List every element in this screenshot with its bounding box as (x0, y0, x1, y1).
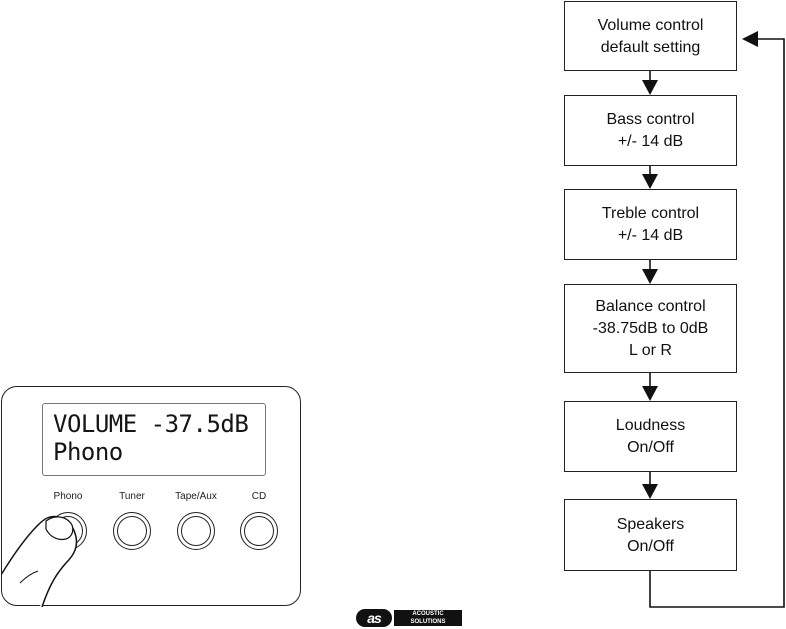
step-speakers-line-1: Speakers (616, 515, 685, 533)
step-loudness-line-2: On/Off (627, 439, 674, 456)
step-treble-line-1: Treble control (601, 205, 700, 222)
step-balance-line-2: -38.75dB to 0dB (592, 320, 709, 337)
front-panel: VOLUME -37.5dB Phono Phono Tuner Tape/Au… (1, 386, 301, 607)
step-volume-line-2: default setting (600, 38, 701, 56)
step-loudness: Loudness On/Off (564, 401, 737, 472)
step-treble: Treble control +/- 14 dB (564, 189, 737, 260)
finger-icon (2, 515, 78, 607)
tape-aux-label: Tape/Aux (175, 491, 217, 502)
cd-label: CD (251, 491, 267, 502)
step-loudness-line-1: Loudness (615, 417, 686, 434)
step-volume: Volume control default setting (564, 1, 737, 71)
step-bass-line-2: +/- 14 dB (617, 133, 684, 150)
arrow-down-icon (642, 484, 658, 499)
tuner-button[interactable] (113, 512, 151, 550)
phono-label: Phono (53, 491, 83, 502)
logo-line-1: ACOUSTIC (412, 611, 444, 617)
display-line-1: VOLUME -37.5dB (53, 410, 249, 438)
logo-wordmark: ACOUSTIC SOLUTIONS (394, 610, 462, 626)
step-bass-line-1: Bass control (606, 111, 695, 128)
logo-line-2: SOLUTIONS (410, 619, 446, 625)
arrow-down-icon (642, 174, 658, 189)
step-balance-line-3: L or R (629, 342, 672, 359)
logo-mark: as (356, 609, 392, 627)
step-speakers: Speakers On/Off (564, 499, 737, 571)
step-balance-line-1: Balance control (595, 298, 706, 315)
arrow-down-icon (642, 386, 658, 401)
tuner-label: Tuner (119, 491, 145, 502)
step-volume-line-1: Volume control (597, 16, 704, 34)
step-treble-line-2: +/- 14 dB (617, 227, 684, 244)
tape-aux-button[interactable] (177, 512, 215, 550)
loop-back-line (649, 38, 785, 608)
display-line-2: Phono (53, 438, 123, 466)
step-balance: Balance control -38.75dB to 0dB L or R (564, 284, 737, 373)
cd-button[interactable] (240, 512, 278, 550)
arrow-left-icon (742, 31, 758, 47)
step-speakers-line-2: On/Off (627, 537, 674, 555)
arrow-down-icon (642, 269, 658, 284)
step-bass: Bass control +/- 14 dB (564, 95, 737, 166)
arrow-down-icon (642, 80, 658, 95)
lcd-display: VOLUME -37.5dB Phono (42, 403, 266, 476)
acoustic-solutions-logo: as ACOUSTIC SOLUTIONS (356, 608, 462, 628)
